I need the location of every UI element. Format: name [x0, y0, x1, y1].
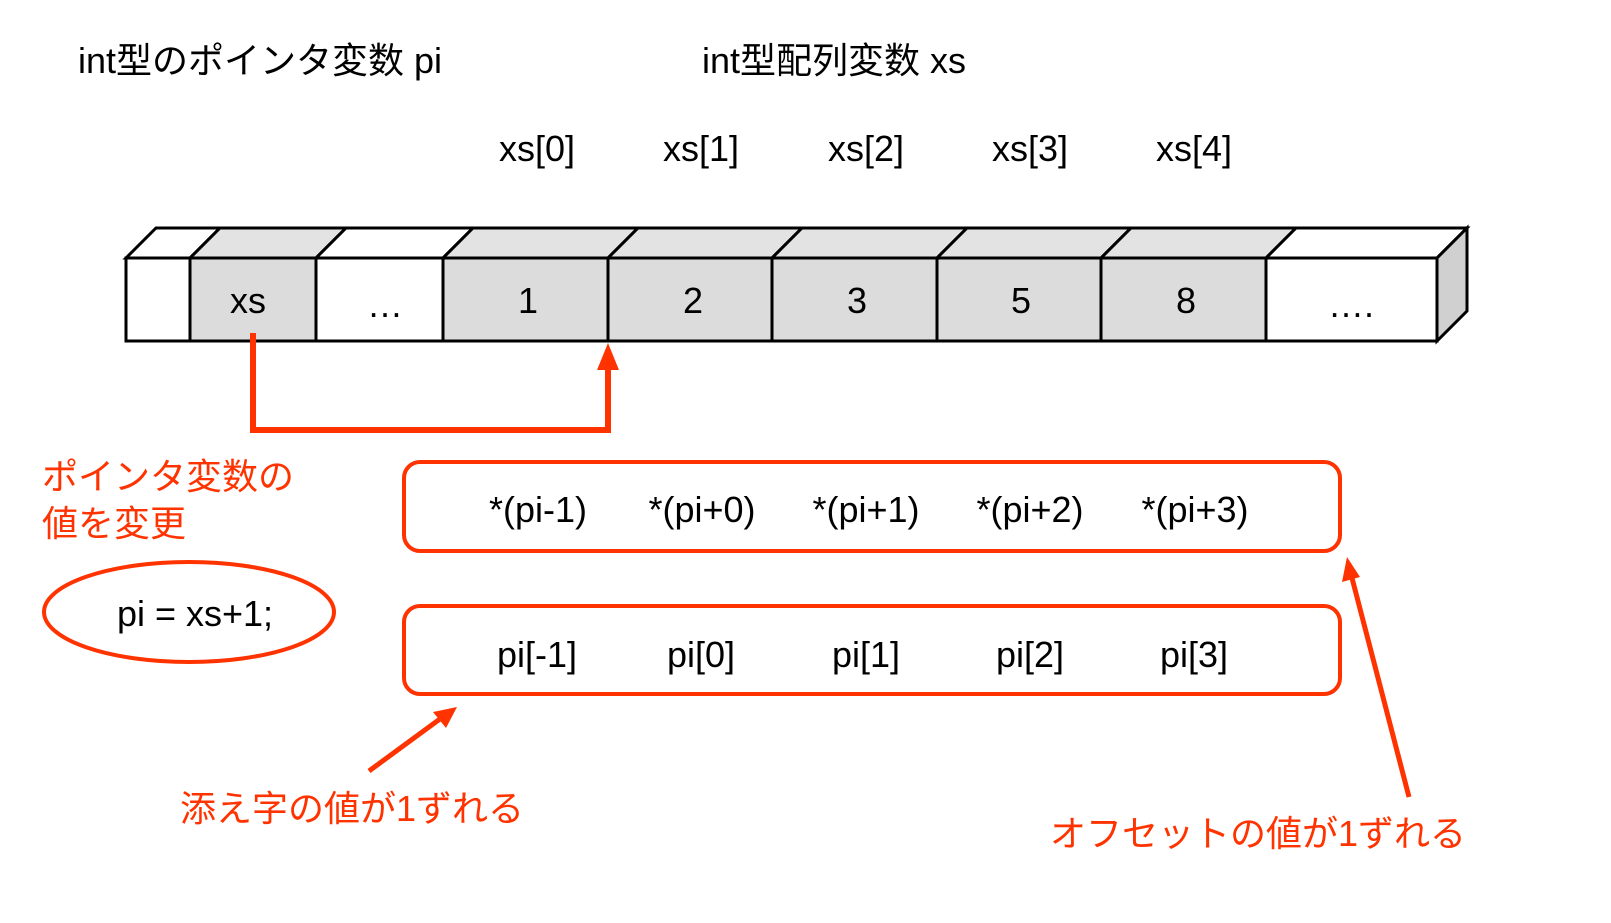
deref-expr: *(pi+1)	[812, 489, 920, 530]
subscript-shift-label: 添え字の値が1ずれる	[180, 788, 525, 829]
memory-cell-value: …	[367, 284, 403, 325]
deref-expr-box	[402, 460, 1342, 553]
memory-cell-value: 8	[1175, 280, 1197, 321]
offset-shift-arrow	[1342, 557, 1412, 798]
array-index-label: xs[4]	[1155, 128, 1233, 169]
assignment-code: pi = xs+1;	[116, 593, 274, 634]
subscript-expr-box	[402, 604, 1342, 696]
subscript-expr: pi[2]	[995, 634, 1065, 675]
memory-cell-value: 1	[517, 280, 539, 321]
memory-cell-value: 2	[682, 280, 704, 321]
memory-top-faces	[122, 226, 1471, 260]
subscript-shift-arrow	[367, 707, 457, 774]
deref-expr: *(pi-1)	[488, 489, 588, 530]
pointer-arrow	[250, 333, 619, 433]
array-index-label: xs[1]	[662, 128, 740, 169]
deref-expr: *(pi+2)	[976, 489, 1084, 530]
subscript-expr: pi[3]	[1159, 634, 1229, 675]
deref-expr: *(pi+0)	[648, 489, 756, 530]
subscript-expr: pi[-1]	[496, 634, 578, 675]
array-index-label: xs[3]	[991, 128, 1069, 169]
array-var-title: int型配列変数 xs	[702, 40, 967, 81]
array-index-label: xs[0]	[498, 128, 576, 169]
subscript-expr: pi[0]	[666, 634, 736, 675]
memory-cell-value: 5	[1010, 280, 1032, 321]
assignment-ellipse	[42, 560, 336, 664]
memory-front-faces	[124, 256, 1439, 343]
memory-cell-value: xs	[230, 280, 266, 321]
offset-shift-label: オフセットの値が1ずれる	[1050, 813, 1467, 854]
memory-cell-value: 3	[846, 280, 868, 321]
pointer-var-title: int型のポインタ変数 pi	[78, 40, 443, 81]
memory-cell-value: ….	[1327, 284, 1375, 325]
change-pointer-label-line1: ポインタ変数の	[42, 456, 295, 497]
deref-expr: *(pi+3)	[1141, 489, 1249, 530]
subscript-expr: pi[1]	[831, 634, 901, 675]
change-pointer-label-line2: 値を変更	[42, 503, 187, 544]
array-index-label: xs[2]	[827, 128, 905, 169]
